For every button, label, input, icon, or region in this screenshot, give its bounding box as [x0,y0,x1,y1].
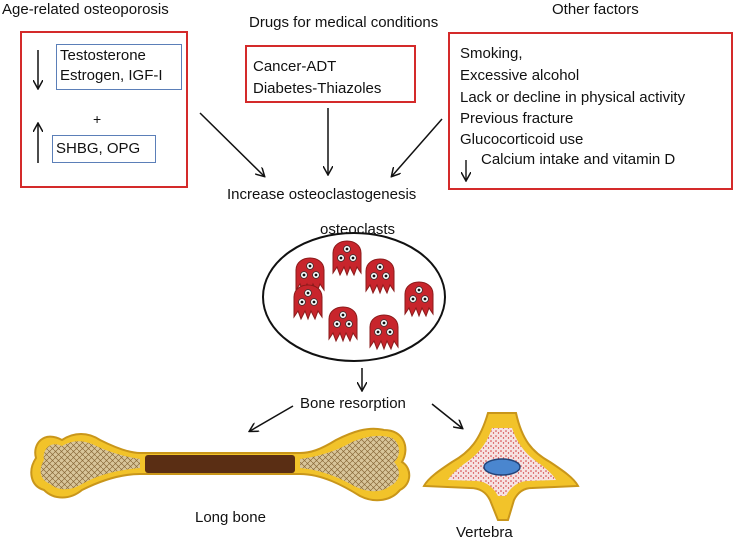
other-factor-item: Lack or decline in physical activity [460,89,686,106]
other-factor-item: Previous fracture [460,110,574,127]
plus-sign: + [93,111,102,127]
bone-resorption-label: Bone resorption [300,395,406,412]
other-factors-box [448,32,733,190]
drug-item: Cancer-ADT [253,58,337,75]
hormone-decrease-box [56,44,182,90]
drugs-box [245,45,416,103]
arrow-icon [250,405,294,431]
arrow-icon [392,118,443,176]
increase-osteoclastogenesis-label: Increase osteoclastogenesis [227,186,417,203]
vertebra-illustration [422,412,580,521]
hormone-decrease-item: Testosterone [60,47,146,64]
arrow-icon [431,403,462,428]
header-drugs: Drugs for medical conditions [249,14,439,31]
header-age-related: Age-related osteoporosis [2,1,169,18]
other-factor-item: Excessive alcohol [460,67,580,84]
long-bone-illustration [30,427,411,502]
vertebra-label: Vertebra [456,524,513,541]
hormone-increase-box [52,135,156,163]
drug-item: Diabetes-Thiazoles [253,80,382,97]
other-factor-item: Calcium intake and vitamin D [481,151,676,168]
hormone-increase-item: SHBG, OPG [56,140,141,157]
other-factor-item: Glucocorticoid use [460,131,584,148]
age-related-box [20,31,188,188]
other-factor-item: Smoking, [460,45,523,62]
arrow-icon [199,112,264,176]
hormone-decrease-item: Estrogen, IGF-I [60,67,163,84]
header-other-factors: Other factors [552,1,639,18]
long-bone-label: Long bone [195,509,266,526]
